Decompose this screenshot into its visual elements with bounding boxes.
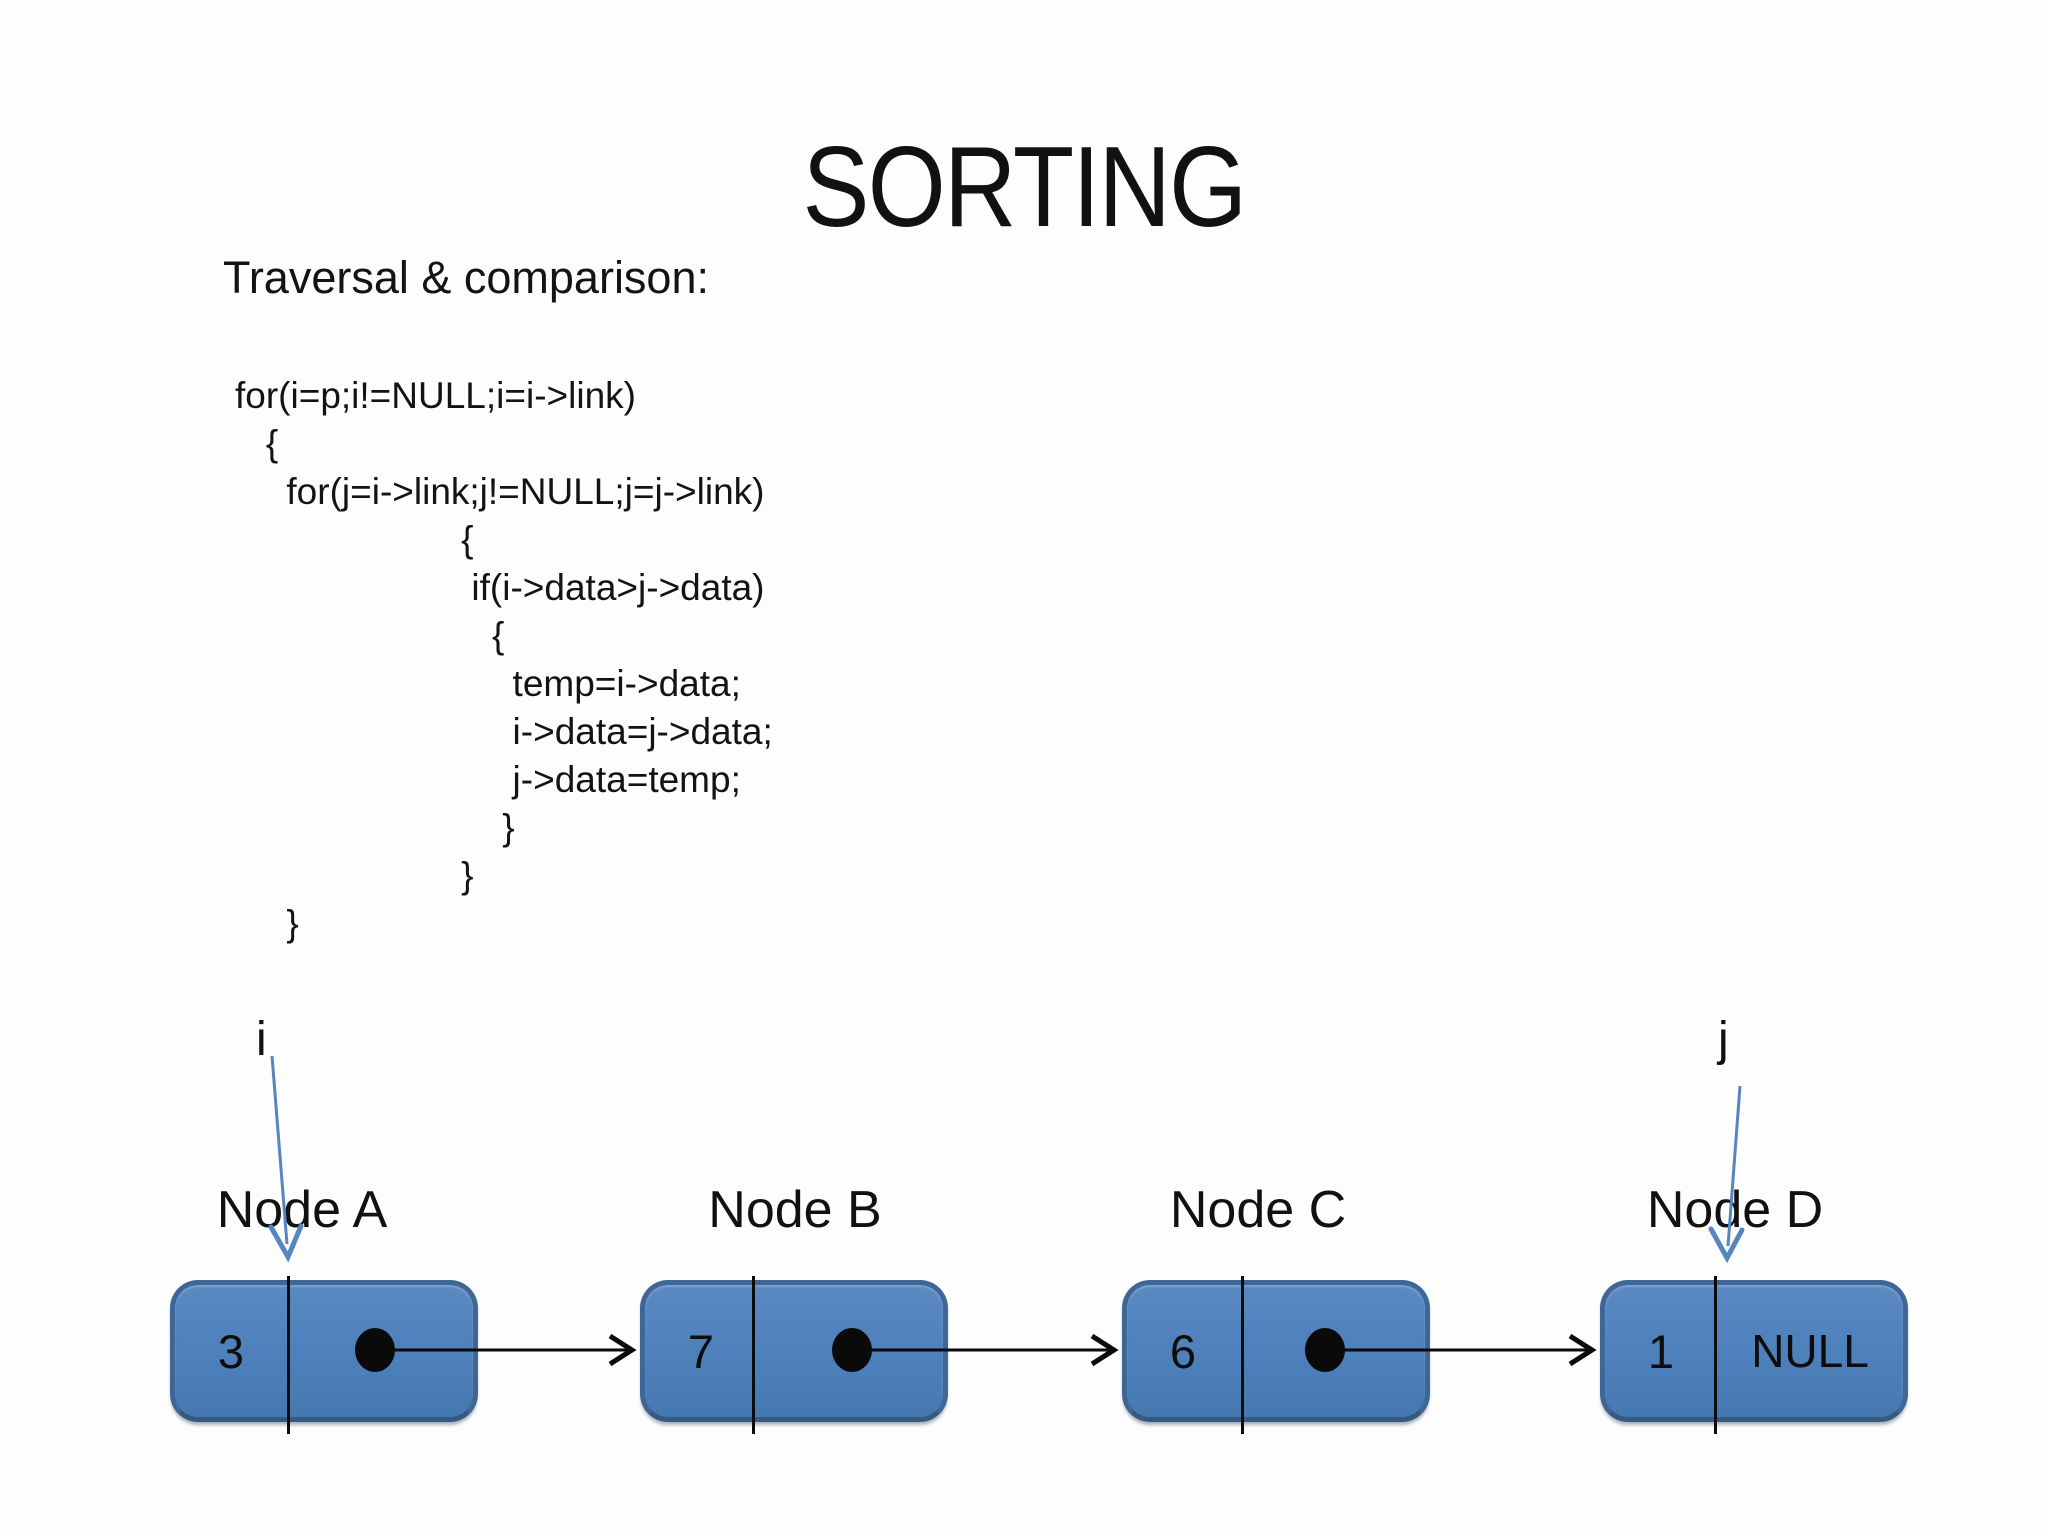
slide-title: SORTING [802,124,1248,251]
node-d-box: 1 NULL [1600,1280,1908,1422]
code-block: for(i=p;i!=NULL;i=i->link) { for(j=i->li… [235,375,773,944]
pointer-label-i: i [256,1013,267,1066]
node-c-divider [1241,1276,1244,1434]
node-a-divider [287,1276,290,1434]
node-b-value: 7 [687,1324,715,1378]
node-c-box: 6 [1122,1280,1430,1422]
node-b-box: 7 [640,1280,948,1422]
node-b-label: Node B [708,1181,882,1239]
pointer-label-j: j [1718,1013,1729,1066]
node-a-value: 3 [217,1324,245,1378]
node-c-value: 6 [1169,1324,1197,1378]
section-heading: Traversal & comparison: [223,252,709,303]
node-d-label: Node D [1646,1181,1824,1239]
node-d-divider [1714,1276,1717,1434]
node-d-value: 1 [1647,1324,1675,1378]
node-d-null-text: NULL [1751,1325,1869,1377]
node-b-link-cell [757,1285,943,1417]
node-a-label: Node A [216,1181,388,1239]
node-b-divider [752,1276,755,1434]
node-c-label: Node C [1169,1181,1347,1239]
node-c-link-cell [1239,1285,1425,1417]
node-a-link-cell [287,1285,473,1417]
node-a-box: 3 [170,1280,478,1422]
